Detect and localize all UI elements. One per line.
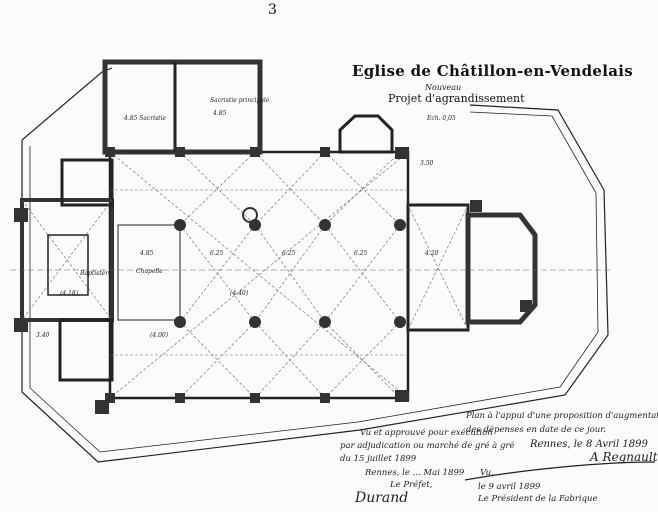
dimension: 6.25 — [282, 250, 296, 257]
dimension: 3.50 — [420, 160, 434, 167]
approval-vu: Vu, — [480, 468, 494, 478]
room-label-sacristy-main: Sacristie principale — [210, 97, 270, 104]
dimension: (4.40) — [230, 290, 249, 297]
approval-line-1: Vu et approuvé pour exécution — [360, 428, 493, 438]
room-label-baptistery: Baptistère — [80, 270, 112, 277]
architect-signature: A Regnault — [590, 450, 658, 464]
approval-line-5: Le Préfet, — [390, 480, 433, 490]
approval-line-2: par adjudication ou marché de gré à gré — [340, 441, 515, 451]
columns — [14, 147, 532, 414]
apse — [465, 212, 538, 325]
dimension: 4.85 — [140, 250, 154, 257]
approval-president: Le Président de la Fabrique — [478, 494, 598, 504]
dimension: 6.25 — [354, 250, 368, 257]
dimension: 3.40 — [36, 332, 50, 339]
room-label-sacristy-left: 4.85 Sacristie — [124, 115, 167, 122]
approval-line-4: Rennes, le ... Mai 1899 — [365, 468, 465, 478]
caption-line-1: Plan à l'appui d'une proposition d'augme… — [466, 411, 658, 421]
subtitle-note: Nouveau — [425, 83, 462, 92]
dimension: 4.20 — [425, 250, 439, 257]
president-signature: Durand — [355, 490, 409, 506]
page-number: 3 — [268, 2, 277, 18]
caption-place-date: Rennes, le 8 Avril 1899 — [530, 439, 648, 450]
dimension: (4.18) — [60, 290, 79, 297]
caption-line-2: des dépenses en date de ce jour. — [466, 425, 606, 435]
dimension: 6.25 — [210, 250, 224, 257]
site-boundary — [21, 67, 113, 141]
room-label-chapel: Chapelle — [136, 268, 163, 275]
north-chapel — [338, 114, 394, 154]
drawing-title: Eglise de Châtillon-en-Vendelais — [352, 62, 633, 80]
sacristy-block — [102, 59, 263, 155]
dimension: (4.00) — [150, 332, 169, 339]
room-dim-sacristy-main: 4.85 — [213, 110, 227, 117]
approval-date-2: le 9 avril 1899 — [478, 482, 541, 492]
scale-label: Ech. 0,05 — [427, 115, 456, 122]
drawing-subtitle: Projet d'agrandissement — [388, 92, 525, 105]
approval-line-3: du 15 juillet 1899 — [340, 454, 417, 464]
